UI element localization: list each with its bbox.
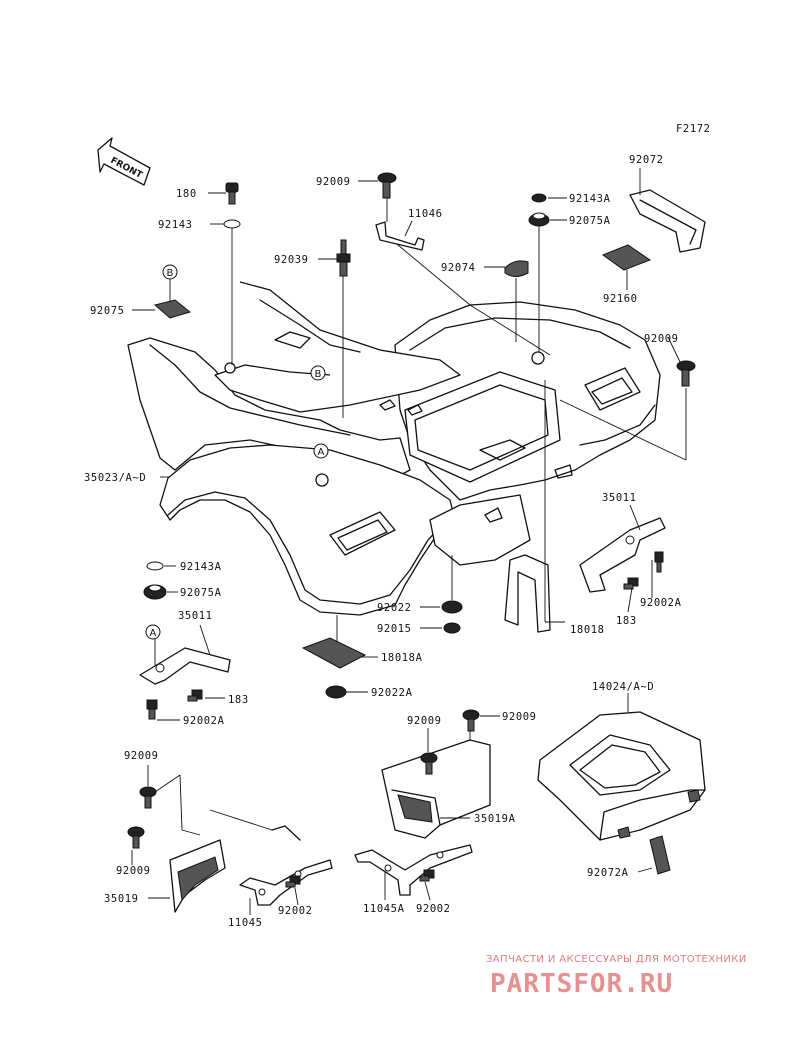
part-labels: 180 92143 92075 92009 11046 92039 92143A… [84, 154, 682, 929]
svg-text:B: B [315, 369, 322, 380]
washer-92143A-left-icon [146, 561, 164, 571]
label-92009-top: 92009 [316, 176, 351, 188]
label-11045: 11045 [228, 917, 263, 929]
label-11045A: 11045A [363, 903, 405, 915]
mudflap-35019-icon [127, 786, 226, 913]
bracket-11045A-icon [354, 844, 473, 896]
label-92075A-top: 92075A [569, 215, 611, 227]
label-92002A-right: 92002A [640, 597, 682, 609]
callout-b-frame: B [310, 365, 326, 381]
pad-18018A-icon [301, 637, 367, 669]
label-11046: 11046 [408, 208, 443, 220]
mudguard-35019A-icon [381, 709, 491, 839]
label-92022A: 92022A [371, 687, 413, 699]
label-92143: 92143 [158, 219, 193, 231]
label-18018A: 18018A [381, 652, 423, 664]
label-14024: 14024/A~D [592, 681, 654, 693]
label-92072: 92072 [629, 154, 664, 166]
label-92075A-left: 92075A [180, 587, 222, 599]
washer-92143A-top-icon [531, 193, 547, 203]
label-92160: 92160 [603, 293, 638, 305]
rear-fender [127, 239, 661, 616]
callout-a-left: A [145, 624, 161, 640]
label-35019: 35019 [104, 893, 139, 905]
label-92009-bl: 92009 [124, 750, 159, 762]
label-183-right: 183 [616, 615, 637, 627]
watermark-subtitle: ЗАПЧАСТИ И АКСЕССУАРЫ ДЛЯ МОТОТЕХНИКИ [486, 954, 747, 965]
clip-92072A-icon [649, 835, 671, 875]
pad-92160-icon [601, 244, 652, 271]
label-18018: 18018 [570, 624, 605, 636]
label-35019A: 35019A [474, 813, 516, 825]
label-180: 180 [176, 188, 197, 200]
watermark: ЗАПЧАСТИ И АКСЕССУАРЫ ДЛЯ МОТОТЕХНИКИ PA… [486, 954, 747, 999]
grommet-92075A-left-icon [143, 584, 167, 600]
grommet-92075A-top-icon [528, 212, 550, 227]
bracket-11046-icon [375, 221, 425, 251]
bracket-18018-icon [504, 554, 551, 633]
svg-text:A: A [150, 628, 157, 639]
cap-92074-icon [504, 260, 529, 277]
grommet-92022-icon [441, 600, 463, 614]
svg-text:B: B [167, 268, 174, 279]
bolt-92009-top-icon [377, 172, 397, 199]
washer-92143-icon [223, 219, 241, 229]
label-92074: 92074 [441, 262, 476, 274]
nut-92015-icon [443, 622, 461, 634]
bolt-92009-right-icon [676, 360, 696, 387]
label-92009-mid: 92009 [407, 715, 442, 727]
leader-lines [131, 168, 687, 915]
bracket-35011-right-icon [579, 517, 666, 593]
cover-14024-icon [537, 711, 706, 841]
pad-92075-icon [153, 299, 192, 319]
label-92039: 92039 [274, 254, 309, 266]
label-92009-bl2: 92009 [116, 865, 151, 877]
label-92072A: 92072A [587, 867, 629, 879]
label-35023: 35023/A~D [84, 472, 146, 484]
callout-a-body: A [313, 443, 329, 459]
label-92015: 92015 [377, 623, 412, 635]
stud-92039-icon [336, 239, 351, 277]
label-183-left: 183 [228, 694, 249, 706]
label-92009-right: 92009 [644, 333, 679, 345]
front-arrow-icon: FRONT [97, 137, 151, 186]
svg-text:A: A [318, 447, 325, 458]
diagram-code: F2172 [676, 123, 711, 135]
label-92143A-top: 92143A [569, 193, 611, 205]
label-92002-a: 92002 [278, 905, 313, 917]
bracket-35011-left-icon [139, 647, 231, 720]
label-35011-left: 35011 [178, 610, 213, 622]
strap-92072-icon [629, 189, 706, 253]
grommet-92022A-icon [325, 685, 347, 699]
label-92022: 92022 [377, 602, 412, 614]
label-35011-right: 35011 [602, 492, 637, 504]
watermark-brand: PARTSFOR.RU [490, 969, 673, 999]
label-92143A-left: 92143A [180, 561, 222, 573]
label-92009-mid2: 92009 [502, 711, 537, 723]
label-92075: 92075 [90, 305, 125, 317]
label-92002A-left: 92002A [183, 715, 225, 727]
bracket-11045-icon [239, 825, 333, 906]
callout-b-top: B [162, 264, 178, 280]
label-92002-b: 92002 [416, 903, 451, 915]
bolt-180-icon [225, 182, 239, 205]
